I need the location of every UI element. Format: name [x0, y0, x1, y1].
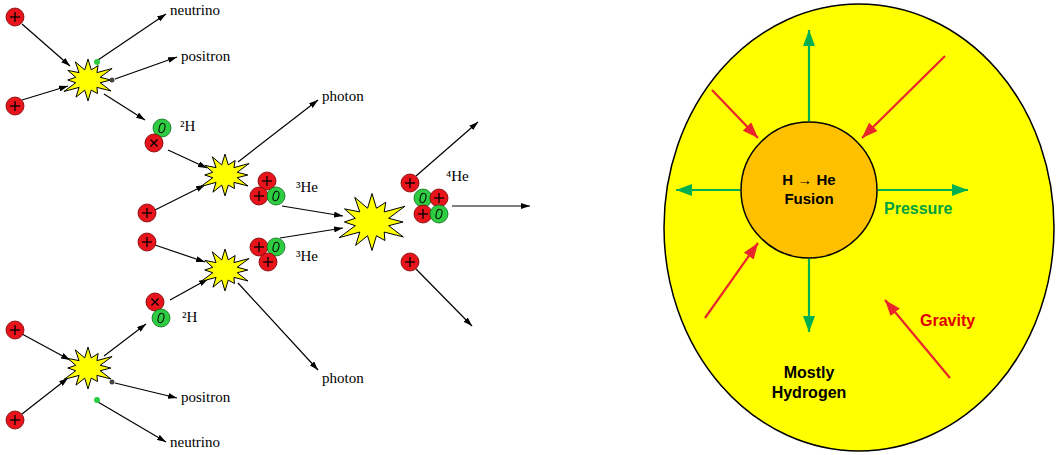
particle-label: photon	[322, 370, 364, 387]
proton-symbol	[259, 253, 277, 271]
collision-burst	[201, 249, 249, 291]
reaction-arrow	[155, 245, 205, 262]
proton-symbol	[141, 130, 166, 155]
reaction-arrow	[280, 228, 343, 238]
positron-dot	[110, 380, 115, 385]
pressure-arrow	[808, 259, 810, 332]
reaction-arrow	[416, 122, 478, 176]
proton-symbol	[6, 321, 24, 339]
proton-symbol	[6, 8, 24, 26]
reaction-arrow	[452, 205, 530, 206]
star-body-outline	[663, 3, 1055, 452]
proton-symbol	[138, 233, 156, 251]
isotope-label: ²H	[180, 118, 195, 135]
proton-symbol	[138, 204, 156, 222]
particle-label: positron	[181, 389, 230, 406]
pressure-arrow	[676, 189, 740, 191]
reaction-arrow	[168, 150, 207, 168]
collision-burst	[201, 154, 249, 196]
neutron-symbol	[430, 205, 448, 223]
reaction-arrow	[22, 86, 68, 100]
pressure-arrow	[808, 30, 810, 121]
force-label: Gravity	[920, 312, 975, 329]
isotope-label: ³He	[296, 248, 318, 265]
reaction-arrow	[115, 57, 177, 79]
reaction-arrow	[98, 14, 166, 60]
neutron-symbol	[152, 309, 170, 327]
reaction-arrow	[22, 378, 68, 414]
proton-symbol	[6, 411, 24, 429]
particle-label: neutrino	[170, 434, 220, 451]
isotope-label: ³He	[296, 179, 318, 196]
fusion-core: H → He Fusion	[740, 121, 878, 259]
reaction-arrow	[238, 100, 318, 162]
collision-burst	[64, 59, 112, 101]
reaction-arrow	[104, 324, 146, 356]
isotope-label: ⁴He	[446, 168, 469, 185]
proton-symbol	[250, 187, 268, 205]
proton-symbol	[414, 205, 432, 223]
particle-label: positron	[181, 48, 230, 65]
proton-symbol	[6, 97, 24, 115]
isotope-label: ²H	[182, 309, 197, 326]
pressure-arrow	[878, 189, 968, 191]
proton-symbol	[430, 189, 448, 207]
proton-symbol	[401, 253, 419, 271]
proton-symbol	[401, 174, 419, 192]
reaction-arrow	[416, 269, 472, 326]
collision-burst	[339, 194, 405, 251]
neutrino-dot	[94, 59, 100, 65]
reaction-arrow	[170, 279, 208, 300]
force-label: Pressure	[884, 200, 953, 217]
reaction-arrow	[155, 185, 205, 210]
collision-burst	[64, 347, 112, 389]
neutrino-dot	[94, 397, 100, 403]
positron-dot	[110, 78, 115, 83]
region-label: Mostly Hydrogen	[754, 363, 864, 403]
core-label: H → He Fusion	[767, 171, 851, 209]
reaction-arrow	[115, 383, 177, 398]
reaction-arrow	[22, 24, 70, 66]
reaction-arrow	[22, 334, 70, 360]
neutron-symbol	[267, 187, 285, 205]
star-body: Mostly Hydrogen H → He Fusion	[663, 3, 1055, 452]
reaction-arrow	[238, 283, 318, 370]
reaction-arrow	[98, 402, 166, 442]
particle-label: photon	[322, 88, 364, 105]
reaction-arrow	[282, 206, 343, 216]
reaction-arrow	[104, 94, 145, 120]
neutron-symbol	[414, 189, 432, 207]
particle-label: neutrino	[170, 2, 220, 19]
